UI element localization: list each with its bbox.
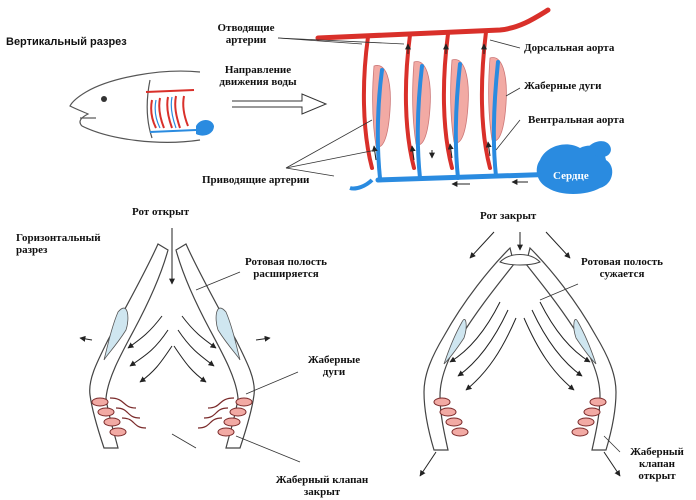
label-cavity-narrows-line2: сужается [568,268,676,280]
label-horizontal-section: Горизонтальный разрез [16,232,101,256]
label-horizontal-line1: Горизонтальный [16,232,101,244]
label-gill-arches-line1: Жаберные [296,354,372,366]
label-efferent-line2: артерии [204,34,288,46]
label-efferent-line1: Отводящие [204,22,288,34]
label-water-line2: движения воды [206,76,310,88]
fish-ventral-vessel [150,130,196,132]
label-horizontal-line2: разрез [16,244,101,256]
label-valve-closed-line2: закрыт [262,486,382,498]
label-dorsal-aorta: Дорсальная аорта [524,42,614,54]
label-valve-open-line3: открыт [622,470,692,482]
water-direction-arrow [232,94,326,114]
fish-heart [196,120,214,136]
label-valve-open: Жаберный клапан открыт [622,446,692,482]
ventral-aorta [378,174,560,180]
open-gill-filaments [110,398,234,428]
label-cavity-narrows: Ротовая полость сужается [568,256,676,280]
label-valve-closed-line1: Жаберный клапан [262,474,382,486]
fish-gill-arches [151,96,188,128]
label-efferent-arteries: Отводящие артерии [204,22,288,46]
label-valve-open-line2: клапан [622,458,692,470]
label-water-direction: Направление движения воды [206,64,310,88]
label-gill-arches-bottom: Жаберные дуги [296,354,372,378]
label-cavity-narrows-line1: Ротовая полость [568,256,676,268]
label-ventral-aorta: Вентральная аорта [528,114,624,126]
closed-gill-arches [434,398,606,436]
dorsal-aorta [318,10,548,38]
afferent-arteries [378,62,498,178]
open-gill-arches [92,398,252,436]
fish-dorsal-vessel [146,90,194,92]
label-valve-open-line1: Жаберный [622,446,692,458]
label-afferent-arteries: Приводящие артерии [202,174,309,186]
fish-eye [101,96,107,102]
head-open-left-wall [90,244,168,448]
label-heart: Сердце [553,170,589,182]
label-gill-arches-line2: дуги [296,366,372,378]
label-cavity-expands: Ротовая полость расширяется [232,256,340,280]
label-mouth-open: Рот открыт [132,206,189,218]
title-vertical-section: Вертикальный разрез [6,36,127,48]
label-cavity-expands-line2: расширяется [232,268,340,280]
label-water-line1: Направление [206,64,310,76]
label-cavity-expands-line1: Ротовая полость [232,256,340,268]
gill-arch-filaments [373,57,507,146]
label-gill-arches: Жаберные дуги [524,80,601,92]
label-mouth-closed: Рот закрыт [480,210,536,222]
label-valve-closed: Жаберный клапан закрыт [262,474,382,498]
ventral-aorta-tip [350,180,372,189]
